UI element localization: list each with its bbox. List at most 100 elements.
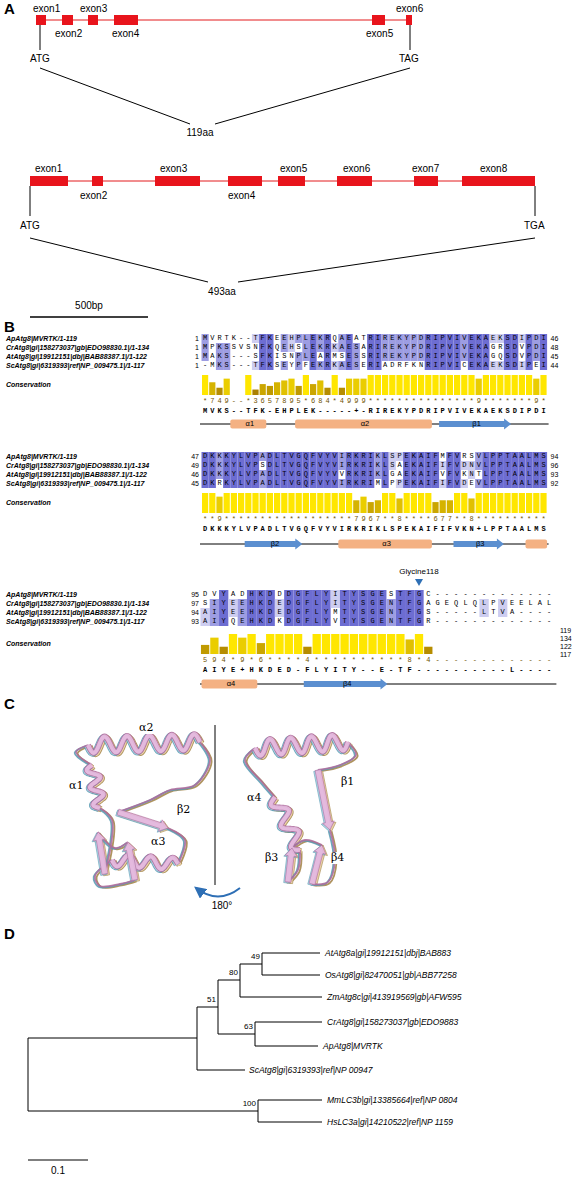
data-graphics bbox=[75, 334, 557, 888]
residue-number: 48 bbox=[551, 343, 559, 352]
residue-number: 46 bbox=[191, 470, 199, 479]
conservation-bars bbox=[454, 375, 460, 395]
gene-annotation: TGA bbox=[524, 220, 545, 232]
secondary-structure bbox=[245, 539, 303, 550]
sequence-row: MVRTK--TFKEEHPLEKRQAEATRIREKYPDRIPVIVEKA… bbox=[203, 334, 549, 343]
ribbon-model bbox=[76, 734, 356, 887]
conservation-bars bbox=[310, 493, 316, 513]
element-label: β1 bbox=[340, 776, 355, 788]
conservation-bars bbox=[220, 647, 228, 654]
conservation-bars bbox=[224, 379, 230, 395]
gene-structure bbox=[535, 186, 536, 216]
sequence-name: ApAtg8|MVRTK/1-119 bbox=[6, 452, 77, 461]
conservation-bars bbox=[432, 375, 438, 395]
gene-structure bbox=[414, 176, 438, 186]
residue-number: 93 bbox=[191, 617, 199, 626]
gene-structure bbox=[36, 15, 46, 25]
residue-number: 45 bbox=[191, 479, 199, 488]
phylogenetic-tree bbox=[218, 980, 255, 1034]
taxon-label: MmLC3b|gi|13385664|ref|NP 0804 bbox=[327, 1094, 457, 1106]
conservation-bars bbox=[387, 634, 395, 654]
phylogenetic-tree bbox=[28, 1159, 88, 1160]
site-label: Glycine118 bbox=[399, 567, 438, 577]
conservation-bars bbox=[332, 493, 338, 513]
conservation-bars bbox=[415, 634, 423, 654]
structure-label: β3 bbox=[476, 539, 485, 549]
residue-number: 122 bbox=[560, 642, 572, 651]
conservation-bars bbox=[324, 493, 330, 513]
conservation-score: *749--*3657895*684*4999***************9*… bbox=[203, 397, 549, 406]
ribbon-model bbox=[117, 809, 168, 831]
sequence-row: DKRKYLVPADLTVGQFVYVIRKRIMLPPEKAIFIFVDEVL… bbox=[203, 479, 549, 488]
conservation-bars bbox=[375, 375, 381, 395]
residue-number: 49 bbox=[191, 461, 199, 470]
conservation-bars bbox=[519, 493, 525, 513]
ribbon-model bbox=[271, 797, 300, 850]
gene-annotation: 0.1 bbox=[51, 1165, 65, 1177]
conservation-bars bbox=[260, 384, 266, 395]
gene-annotation: ATG bbox=[30, 53, 50, 65]
conservation-bars bbox=[490, 375, 496, 395]
view-separator bbox=[196, 888, 240, 897]
phylogenetic-tree bbox=[240, 964, 322, 997]
gene-structure bbox=[228, 176, 262, 186]
conservation-bars bbox=[339, 493, 345, 513]
conservation-bars bbox=[504, 375, 510, 395]
conservation-score: 594*9*6****4**********8*4------------- bbox=[203, 656, 556, 665]
conservation-bars bbox=[313, 634, 321, 654]
conservation-bars bbox=[360, 379, 366, 395]
conservation-bars bbox=[359, 634, 367, 654]
panel-label: D bbox=[4, 925, 15, 943]
conservation-bars bbox=[353, 379, 359, 395]
sequence-row: AIYQEHKDKDGFLYVTYSGENTFGR------------- bbox=[203, 617, 556, 626]
exon-label: exon6 bbox=[343, 163, 370, 175]
ribbon-model bbox=[255, 735, 348, 756]
conservation-bars bbox=[483, 493, 489, 513]
panel-label: B bbox=[4, 318, 15, 336]
conservation-bars bbox=[216, 497, 222, 513]
sequence-name: AtAtg8|gi|19912151|dbj|BAB88387.1|/1-122 bbox=[6, 352, 147, 361]
conservation-bars bbox=[406, 639, 414, 654]
conservation-bars bbox=[375, 500, 381, 513]
conservation-bars bbox=[440, 375, 446, 395]
scale-bar bbox=[30, 317, 148, 318]
exon-label: exon7 bbox=[412, 163, 439, 175]
bootstrap-value: 80 bbox=[229, 968, 238, 978]
conservation-bars bbox=[324, 388, 330, 395]
ribbon-model bbox=[78, 735, 358, 888]
conservation-bars bbox=[476, 493, 482, 513]
conservation-bars bbox=[267, 493, 273, 513]
conservation-bars bbox=[202, 375, 208, 395]
exon-label: exon5 bbox=[280, 163, 307, 175]
secondary-structure bbox=[439, 419, 511, 430]
taxon-label: OsAtg8|gi|82470051|gb|ABB77258 bbox=[325, 969, 457, 981]
secondary-structure bbox=[304, 679, 388, 690]
gene-structure bbox=[30, 176, 68, 186]
conservation-bars bbox=[425, 375, 431, 395]
gene-structure bbox=[88, 15, 98, 25]
sequence-row: SIYEEHKDEDGFLYITYSGENTFGAGEQLQLPVEELAL bbox=[203, 599, 556, 608]
residue-number: 95 bbox=[191, 590, 199, 599]
conservation-bars bbox=[224, 493, 230, 513]
conservation-bars bbox=[274, 382, 280, 395]
conservation-bars bbox=[461, 375, 467, 395]
conservation-bars bbox=[281, 493, 287, 513]
conservation-bars bbox=[533, 379, 539, 395]
taxon-label: ApAtg8|MVRTK bbox=[323, 1040, 383, 1052]
conservation-bars bbox=[294, 634, 302, 654]
conservation-bars bbox=[296, 386, 302, 395]
residue-number: 97 bbox=[191, 599, 199, 608]
gene-structure bbox=[337, 176, 372, 186]
bootstrap-value: 100 bbox=[243, 1099, 256, 1109]
bootstrap-value: 51 bbox=[207, 995, 216, 1005]
residue-number: 1 bbox=[195, 334, 199, 343]
conservation-bars bbox=[404, 493, 410, 513]
gene-structure bbox=[155, 176, 200, 186]
conservation-bars bbox=[504, 493, 510, 513]
exon-label: exon1 bbox=[35, 163, 62, 175]
conservation-bars bbox=[540, 493, 546, 513]
taxon-label: HsLC3a|gi|14210522|ref|NP 1159 bbox=[327, 1116, 453, 1128]
taxon-label: ZmAtg8c|gi|413919569|gb|AFW595 bbox=[327, 991, 462, 1003]
conservation-bars bbox=[339, 388, 345, 395]
element-label: α4 bbox=[246, 792, 262, 804]
